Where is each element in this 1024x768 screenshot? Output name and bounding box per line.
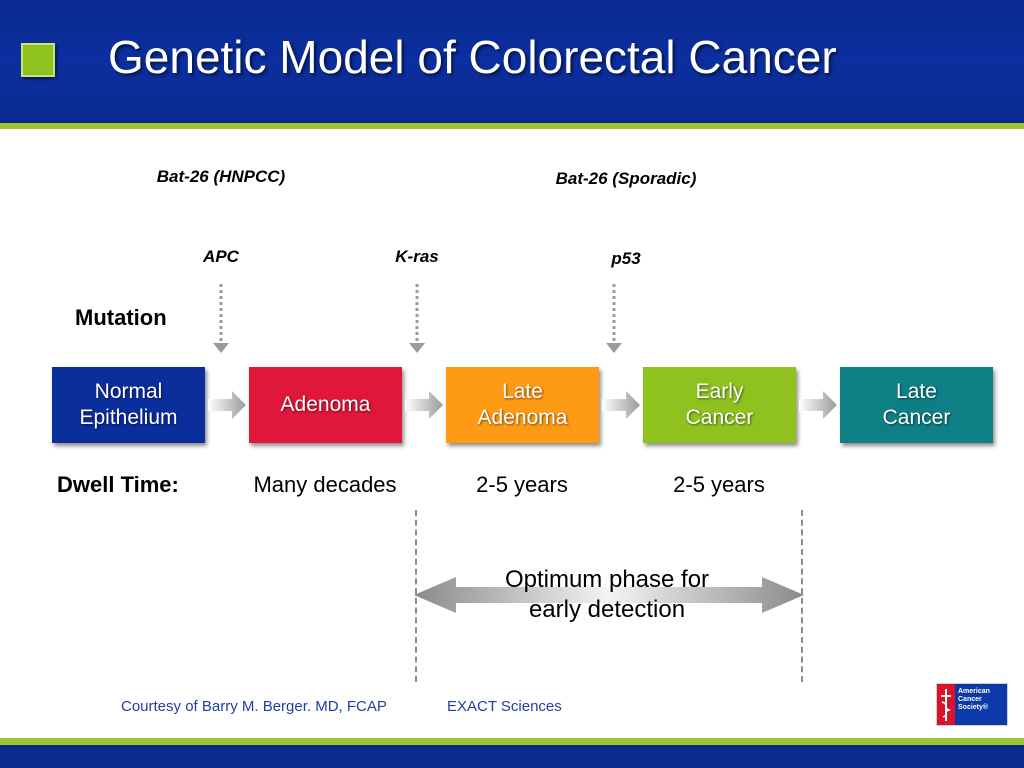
title-bullet-icon	[21, 43, 55, 77]
gene-label-apc: APC	[203, 247, 239, 266]
american-cancer-society-logo: American Cancer Society®	[936, 683, 1008, 726]
credit-text: Courtesy of Barry M. Berger. MD, FCAP	[121, 698, 387, 715]
dwell-value-early-cancer: 2-5 years	[673, 472, 765, 497]
dwell-value-adenoma: Many decades	[253, 472, 397, 497]
stage-early-cancer: Early Cancer	[643, 367, 796, 443]
progression-arrow-icon	[208, 391, 246, 419]
gene-label-p53: p53	[611, 249, 641, 268]
slide-title: Genetic Model of Colorectal Cancer	[108, 31, 837, 83]
detection-window-arrow-icon	[414, 577, 804, 613]
gene-label-kras: K-ras	[395, 247, 439, 266]
mutation-arrow-apc	[213, 284, 229, 353]
stage-label: Early Cancer	[685, 380, 754, 429]
stage-adenoma: Adenoma	[249, 367, 402, 443]
progression-arrow-icon	[602, 391, 640, 419]
footer-bar	[0, 745, 1024, 768]
stage-late-adenoma: Late Adenoma	[446, 367, 599, 443]
marker-top-label-1: Bat-26 (HNPCC)	[156, 167, 286, 186]
stage-normal-epithelium: Normal Epithelium	[52, 367, 205, 443]
detection-window-start-line	[415, 510, 417, 682]
detection-window-label: Optimum phase for early detection	[504, 566, 710, 623]
stage-late-cancer: Late Cancer	[840, 367, 993, 443]
progression-arrow-icon	[405, 391, 443, 419]
logo-text: American Cancer Society®	[955, 684, 1007, 725]
stage-label: Late Adenoma	[477, 380, 568, 429]
stage-label: Adenoma	[280, 393, 371, 416]
mutation-label: Mutation	[75, 305, 167, 330]
stage-label: Normal Epithelium	[79, 380, 178, 429]
title-bar	[0, 0, 1024, 123]
mutation-arrow-kras	[409, 284, 425, 353]
dwell-time-label: Dwell Time:	[57, 472, 179, 497]
company-text: EXACT Sciences	[447, 698, 562, 715]
stage-label: Late Cancer	[882, 380, 951, 429]
marker-top-label-3: Bat-26 (Sporadic)	[555, 169, 697, 188]
sword-icon	[937, 684, 955, 725]
detection-window-end-line	[801, 510, 803, 682]
dwell-value-late-adenoma: 2-5 years	[476, 472, 568, 497]
title-underline	[0, 123, 1024, 129]
mutation-arrow-p53	[606, 284, 622, 353]
footer-accent-line	[0, 738, 1024, 745]
progression-arrow-icon	[799, 391, 837, 419]
